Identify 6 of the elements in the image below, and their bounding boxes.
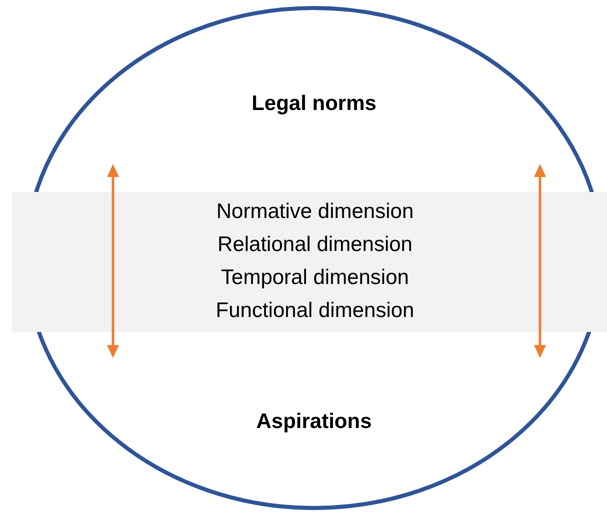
dimension-text: Normative dimension — [216, 200, 414, 224]
dimension-text: Functional dimension — [216, 299, 414, 323]
heading-text: Aspirations — [256, 410, 372, 434]
dimension-text: Temporal dimension — [221, 266, 409, 290]
heading-text: Legal norms — [252, 92, 376, 116]
dimension-text: Relational dimension — [218, 233, 412, 257]
